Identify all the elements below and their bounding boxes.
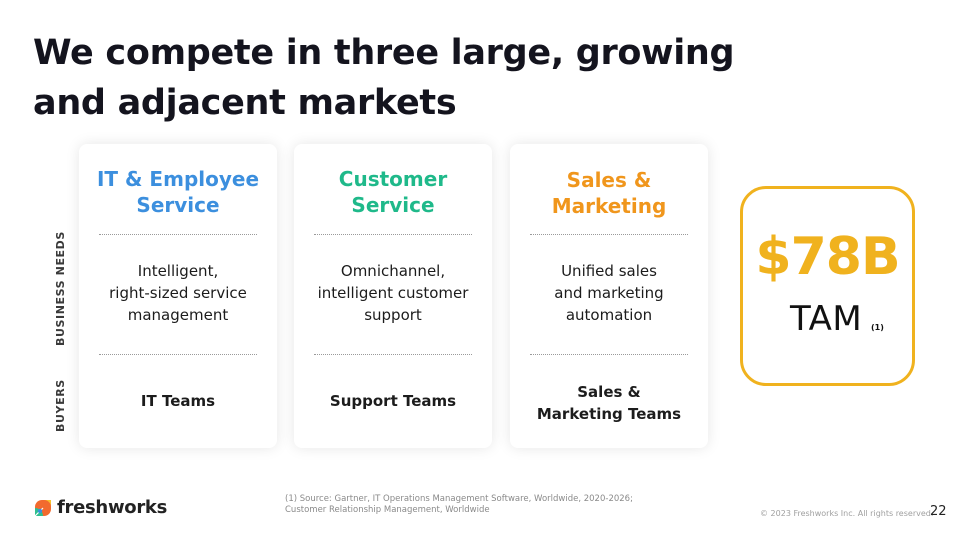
- business-needs-label: BUSINESS NEEDS: [54, 231, 67, 346]
- dotted-divider: [314, 354, 472, 355]
- source-footnote: (1) Source: Gartner, IT Operations Manag…: [285, 494, 633, 515]
- market-card-sales-marketing: Sales & Marketing Unified sales and mark…: [510, 144, 708, 448]
- card-business-need: Omnichannel, intelligent customer suppor…: [317, 262, 469, 324]
- card-business-need: Unified sales and marketing automation: [554, 262, 664, 324]
- buyers-label: BUYERS: [54, 379, 67, 432]
- card-buyer: Support Teams: [329, 392, 457, 410]
- tam-footnote-marker: (1): [871, 323, 884, 332]
- tam-box: $78B TAM (1): [740, 186, 915, 386]
- tam-value: $78B: [755, 227, 900, 287]
- slide-title: We compete in three large, growing and a…: [33, 33, 735, 123]
- tam-label: TAM: [790, 299, 863, 339]
- dotted-divider: [99, 354, 257, 355]
- card-title: Sales & Marketing: [551, 168, 667, 218]
- card-title: IT & Employee Service: [96, 167, 260, 217]
- dotted-divider: [99, 234, 257, 235]
- dotted-divider: [530, 234, 688, 235]
- copyright: © 2023 Freshworks Inc. All rights reserv…: [760, 509, 934, 518]
- dotted-divider: [314, 234, 472, 235]
- card-business-need: Intelligent, right-sized service managem…: [109, 262, 247, 324]
- dotted-divider: [530, 354, 688, 355]
- card-title: Customer Service: [338, 167, 448, 217]
- market-card-customer-service: Customer Service Omnichannel, intelligen…: [294, 144, 492, 448]
- freshworks-logo: freshworks: [33, 497, 167, 518]
- card-buyer: Sales & Marketing Teams: [536, 383, 682, 423]
- market-card-it-employee-service: IT & Employee Service Intelligent, right…: [79, 144, 277, 448]
- freshworks-logo-icon: [34, 499, 51, 516]
- card-buyer: IT Teams: [140, 392, 216, 410]
- page-number: 22: [930, 504, 947, 519]
- logo-text: freshworks: [57, 497, 168, 518]
